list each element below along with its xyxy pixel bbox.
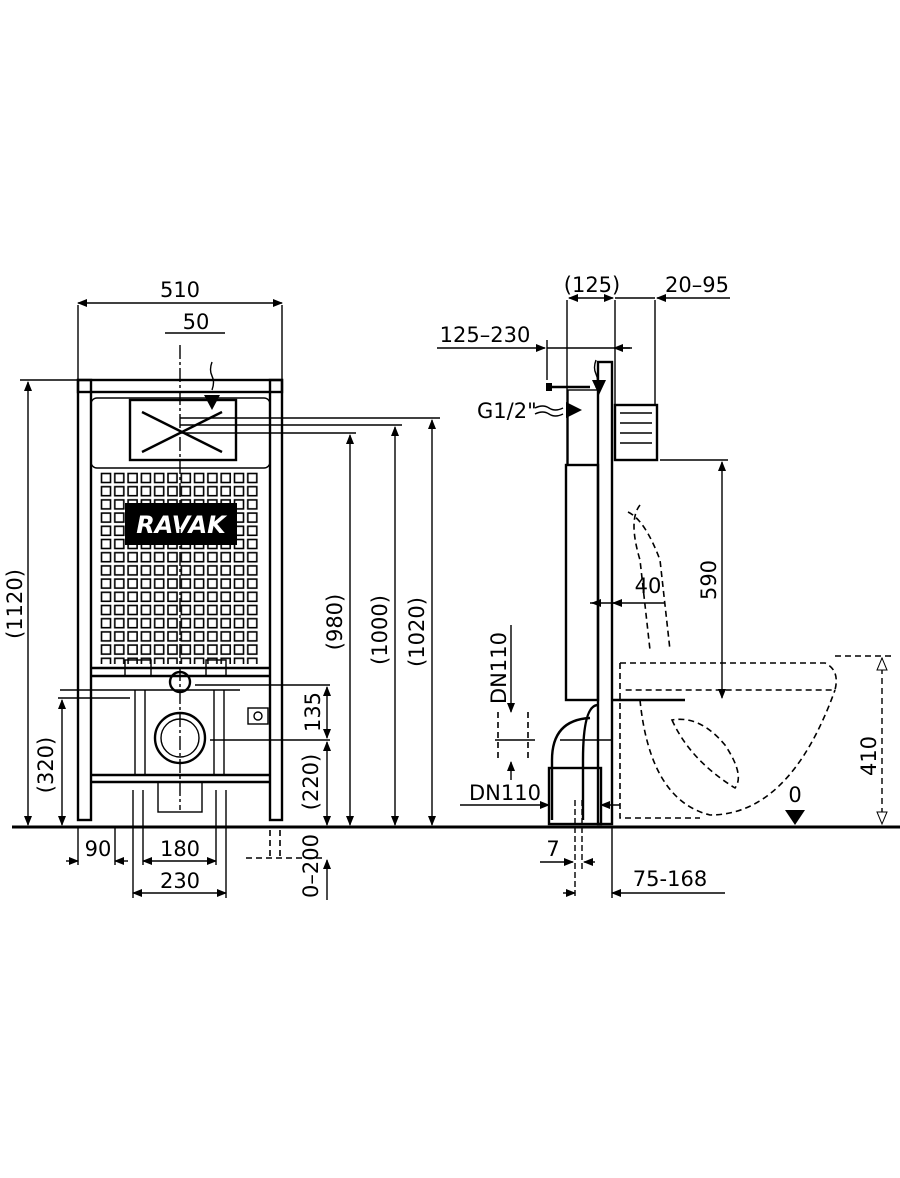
dim-foot-adjust: 0–200 — [299, 834, 323, 898]
dim-height-220: (220) — [299, 754, 323, 810]
flush-plate-opening — [128, 398, 238, 462]
dim-flush-offset-50: 50 — [183, 310, 210, 334]
dim-height-980: (980) — [323, 594, 347, 650]
flush-plate-side — [613, 403, 659, 462]
ravak-logo — [125, 503, 237, 545]
dim-drain-dn110-vertical: DN110 — [487, 632, 511, 704]
dim-width-90: 90 — [85, 837, 112, 861]
front-view-dimensions: 510 50 (1120) (320) (980) (1000) (1020) … — [3, 278, 440, 900]
floor-level-zero: 0 — [788, 783, 801, 807]
dim-inlet-125-230: 125–230 — [440, 323, 531, 347]
dim-height-1000: (1000) — [368, 595, 392, 665]
dim-offset-7: 7 — [546, 837, 559, 861]
dim-offset-75-168: 75-168 — [633, 867, 707, 891]
dim-plate-20-95: 20–95 — [665, 273, 729, 297]
side-view-dimensions: (125) 20–95 125–230 G1/2" 590 40 410 0 D… — [437, 273, 888, 898]
side-view-frame — [534, 359, 685, 826]
dim-height-1120: (1120) — [3, 569, 27, 639]
brand-logo: RAVAK — [136, 511, 228, 539]
water-inlet-g12: G1/2" — [477, 399, 537, 423]
dim-width-230: 230 — [160, 869, 200, 893]
dim-depth-40: 40 — [635, 574, 662, 598]
front-view-frame: RAVAK — [60, 345, 284, 822]
dim-drain-dn110-horizontal: DN110 — [469, 781, 541, 805]
dim-height-1020: (1020) — [405, 597, 429, 667]
dim-bowl-height-410: 410 — [857, 736, 881, 776]
dim-width-180: 180 — [160, 837, 200, 861]
dim-height-590: 590 — [697, 560, 721, 600]
dim-depth-125: (125) — [564, 273, 620, 297]
floor-level-marker — [785, 810, 805, 825]
dim-height-135: 135 — [301, 692, 325, 732]
toilet-bowl-outline — [619, 504, 892, 819]
dim-height-320: (320) — [34, 737, 58, 793]
dim-width-510: 510 — [160, 278, 200, 302]
